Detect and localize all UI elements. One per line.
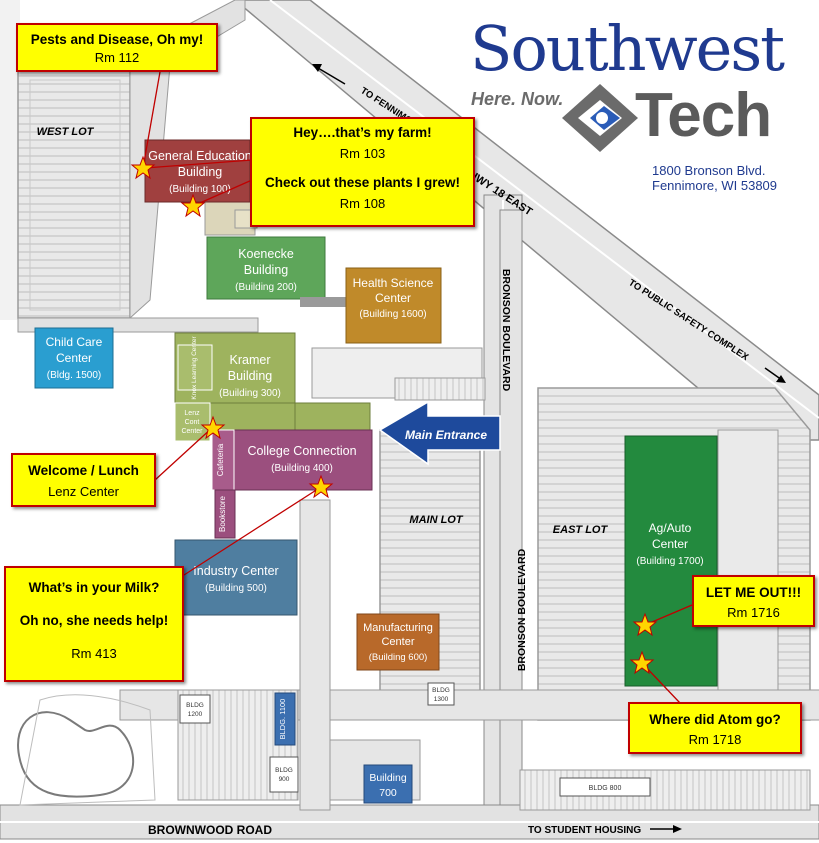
pond (17, 711, 134, 798)
to-student-housing-label: TO STUDENT HOUSING (528, 825, 682, 836)
child-care-name1: Child Care (46, 335, 103, 349)
manufacturing-name2: Center (381, 636, 414, 648)
star-rm1716 (632, 612, 658, 637)
callout-farm-room1: Rm 103 (339, 146, 386, 161)
gen-ed-name2: Building (178, 165, 223, 179)
kramer-name1: Kramer (230, 353, 271, 367)
callout-welcome-title: Welcome / Lunch (28, 463, 139, 478)
health-name2: Center (375, 291, 411, 305)
manufacturing-num: (Building 600) (369, 652, 428, 663)
svg-text:TO STUDENT HOUSING: TO STUDENT HOUSING (528, 825, 641, 836)
callout-farm-room2: Rm 108 (339, 196, 386, 211)
bronson-boulevard-lower-label: BRONSON BOULEVARD (516, 548, 528, 671)
ag-auto-name2: Center (652, 537, 688, 551)
industry-center: Industry Center (Building 500) (174, 539, 298, 616)
callout-farm: Hey….that’s my farm! Rm 103 Check out th… (250, 117, 475, 227)
tech-logo-icon (562, 84, 638, 152)
health-name1: Health Science (353, 276, 434, 290)
ag-auto-name1: Ag/Auto (649, 521, 692, 535)
manufacturing-center: Manufacturing Center (Building 600) (356, 613, 440, 671)
ag-auto-center: Ag/Auto Center (Building 1700) (624, 435, 718, 687)
health-science-center: Health Science Center (Building 1600) (345, 267, 442, 344)
callout-atom-room: Rm 1718 (688, 732, 742, 747)
brownwood-road-label: BROWNWOOD ROAD (148, 823, 272, 837)
industry-name: Industry Center (193, 564, 278, 578)
college-connection-name: College Connection (247, 444, 356, 458)
callout-atom: Where did Atom go? Rm 1718 (628, 702, 802, 754)
star-lenz (200, 415, 226, 440)
bldg-1100: BLDG. 1100 (274, 692, 296, 746)
kramer-num: (Building 300) (219, 388, 281, 399)
general-education-building: General Education Building (Building 100… (144, 139, 252, 203)
bronson-boulevard-upper-label: BRONSON BOULEVARD (500, 269, 512, 392)
callout-letmeout: LET ME OUT!!! Rm 1716 (692, 575, 815, 627)
star-rm413 (308, 474, 334, 499)
koenecke-num: (Building 200) (235, 282, 297, 293)
bldg-700-num: 700 (379, 787, 397, 799)
college-connection-building: Cafeteria College Connection (Building 4… (211, 429, 373, 539)
callout-milk-title2: Oh no, she needs help! (19, 613, 169, 628)
main-entrance-label: Main Entrance (405, 428, 487, 442)
main-entrance-arrow: Main Entrance (378, 400, 501, 466)
callout-milk-title1: What’s in your Milk? (28, 580, 160, 595)
hwy-18-road (233, 0, 819, 441)
callout-milk: What’s in your Milk? Oh no, she needs he… (4, 566, 184, 682)
star-markers (130, 155, 658, 675)
bookstore-label: Bookstore (218, 495, 227, 532)
main-lot-label: MAIN LOT (409, 514, 463, 526)
gen-ed-name1: General Education (148, 149, 252, 163)
west-lot (17, 69, 131, 319)
child-care-name2: Center (56, 351, 92, 365)
building-700: Building 700 (363, 764, 413, 804)
star-rm112 (130, 155, 156, 180)
southwest-logo-text: Southwest (470, 12, 785, 85)
child-care-center: Child Care Center (Bldg. 1500) (34, 327, 114, 389)
industry-num: (Building 500) (205, 583, 267, 594)
gen-ed-num: (Building 100) (169, 184, 231, 195)
logo-tech-text: Tech (635, 81, 772, 150)
callout-letmeout-room: Rm 1716 (727, 605, 780, 620)
callout-atom-title: Where did Atom go? (649, 712, 781, 727)
ag-auto-num: (Building 1700) (636, 556, 703, 567)
callout-pests-title: Pests and Disease, Oh my! (30, 32, 204, 47)
manufacturing-name1: Manufacturing (363, 622, 433, 634)
star-rm1718 (629, 650, 655, 675)
knox-label: Knox Learning Center (191, 336, 198, 400)
callout-farm-title1: Hey….that’s my farm! (293, 125, 432, 140)
callout-welcome-room: Lenz Center (48, 484, 119, 499)
callout-letmeout-title: LET ME OUT!!! (705, 585, 802, 600)
bldg-700-name: Building (369, 772, 407, 784)
callout-farm-title2: Check out these plants I grew! (264, 175, 461, 190)
child-care-num: (Bldg. 1500) (47, 370, 101, 381)
health-num: (Building 1600) (359, 309, 426, 320)
east-lot-label: EAST LOT (553, 524, 609, 536)
callout-milk-room: Rm 413 (71, 646, 117, 661)
cafeteria-label: Cafeteria (216, 443, 225, 476)
bldg-800-label: BLDG 800 (589, 785, 622, 792)
star-rm103 (180, 193, 206, 218)
callout-pests-room: Rm 112 (94, 50, 140, 65)
west-lot-label: WEST LOT (37, 126, 95, 138)
kramer-name2: Building (228, 369, 273, 383)
callout-pests: Pests and Disease, Oh my! Rm 112 (16, 23, 218, 72)
kramer-building: Knox Learning Center Kramer Building (Bu… (174, 332, 371, 442)
address-line2: Fennimore, WI 53809 (652, 178, 778, 193)
address-line1: 1800 Bronson Blvd. (652, 163, 766, 178)
bldg-1100-label: BLDG. 1100 (278, 699, 287, 740)
logo-tagline: Here. Now. (471, 89, 564, 109)
callout-welcome: Welcome / Lunch Lenz Center (11, 453, 156, 507)
college-connection-num: (Building 400) (271, 463, 333, 474)
bldg-800: BLDG 800 (559, 777, 651, 797)
